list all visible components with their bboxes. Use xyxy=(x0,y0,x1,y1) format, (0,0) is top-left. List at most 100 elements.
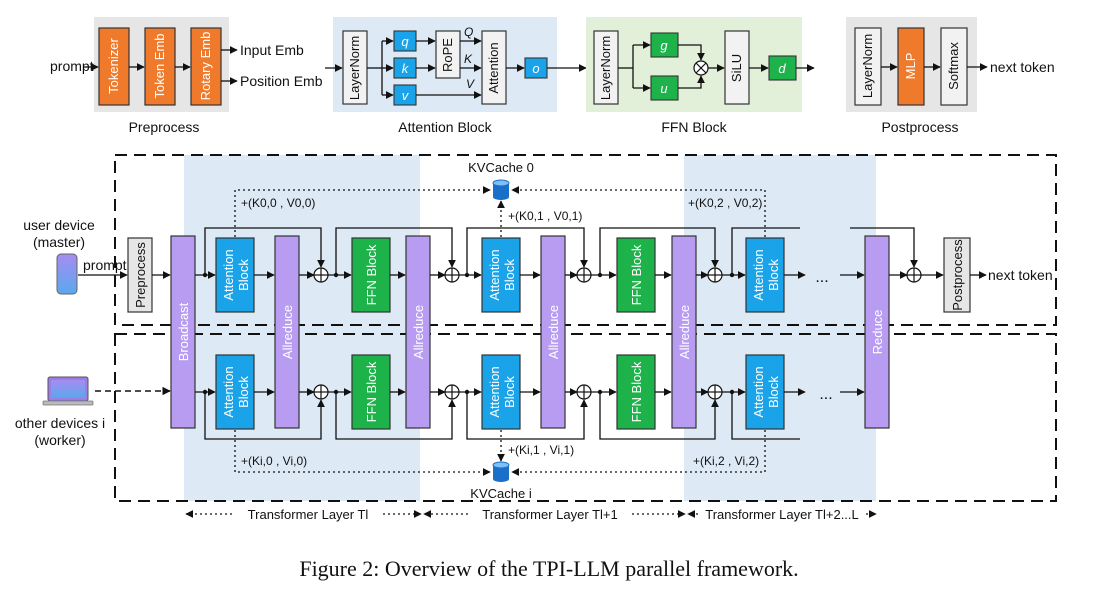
m-ffn1-label: FFN Block xyxy=(364,244,379,305)
w-attn1-l2: Block xyxy=(236,376,251,408)
ffn-block-panel: LayerNorm g u SiLU d xyxy=(586,17,802,112)
kv-02-label: +(K0,2 , V0,2) xyxy=(688,196,762,210)
q-label: q xyxy=(401,34,409,49)
main-next-token-label: next token xyxy=(988,267,1053,283)
w-attn3-l2: Block xyxy=(766,376,781,408)
broadcast-box xyxy=(170,235,196,429)
position-emb-label: Position Emb xyxy=(240,73,323,89)
postprocess-panel: LayerNorm MLP Softmax xyxy=(846,17,977,112)
master-junction-dots xyxy=(202,272,735,278)
m-attn1-l1: Attention xyxy=(221,249,236,300)
postprocess-caption: Postprocess xyxy=(881,119,958,135)
mlp-label: MLP xyxy=(903,53,918,80)
post-layernorm-label: LayerNorm xyxy=(860,34,875,98)
softmax-label: Softmax xyxy=(946,42,961,90)
main-postprocess-label: Postprocess xyxy=(950,239,965,311)
w-ffn1-label: FFN Block xyxy=(364,361,379,422)
prompt-label: prompt xyxy=(50,58,94,74)
kvcache-i-icon xyxy=(492,461,510,482)
w-attn1-l1: Attention xyxy=(221,366,236,417)
kv-i2-label: +(Ki,2 , Vi,2) xyxy=(693,454,759,468)
o-label: o xyxy=(532,61,539,76)
input-emb-label: Input Emb xyxy=(240,42,304,58)
w-attn2-l2: Block xyxy=(502,376,517,408)
V-label: V xyxy=(466,77,475,91)
m-attn2-l1: Attention xyxy=(487,249,502,300)
w-attn3-l1: Attention xyxy=(751,366,766,417)
silu-label: SiLU xyxy=(729,54,744,82)
tokenizer-box xyxy=(98,27,130,106)
w-attention-block-1 xyxy=(215,354,255,430)
laptop-icon xyxy=(42,376,94,406)
phone-icon xyxy=(56,253,78,295)
u-label: u xyxy=(660,81,667,96)
kv-dotted-links xyxy=(234,186,766,476)
master-device-frame xyxy=(114,154,1057,326)
main-preprocess-box xyxy=(127,237,153,313)
ffn-layernorm-label: LayerNorm xyxy=(598,36,613,100)
kvcache-0-label: KVCache 0 xyxy=(468,160,534,175)
reduce-box xyxy=(864,235,890,429)
layernorm-label: LayerNorm xyxy=(347,36,362,100)
worker-device-frame xyxy=(114,333,1057,502)
rotary-emb-box xyxy=(190,27,222,106)
K-label: K xyxy=(464,52,473,66)
m-attention-block-1 xyxy=(215,237,255,313)
worker-junction-dots xyxy=(202,389,735,395)
worker-ellipsis: ... xyxy=(819,386,832,403)
rotary-emb-label: Rotary Emb xyxy=(198,32,213,101)
allreduce-label-4: Allreduce xyxy=(677,305,692,359)
kv-01-label: +(K0,1 , V0,1) xyxy=(508,209,582,223)
main-prompt-label: prompt xyxy=(83,257,127,273)
layer-l1-label: Transformer Layer Tl+1 xyxy=(482,507,617,522)
tokenizer-label: Tokenizer xyxy=(106,38,121,94)
attention-block-panel: LayerNorm q k v RoPE Attention o Q K V xyxy=(333,17,557,112)
v-label: v xyxy=(402,88,410,103)
master-add-plus xyxy=(314,268,921,282)
master-flow xyxy=(195,227,987,279)
m-attention-block-3 xyxy=(745,237,785,313)
layer-bg-l2 xyxy=(684,155,876,501)
kv-i1-label: +(Ki,1 , Vi,1) xyxy=(508,443,574,457)
allreduce-label-3: Allreduce xyxy=(546,305,561,359)
allreduce-label-1: Allreduce xyxy=(280,305,295,359)
m-ffn-block-2 xyxy=(616,237,656,313)
g-label: g xyxy=(660,38,668,53)
allreduce-box-2 xyxy=(405,235,431,429)
m-attn3-l2: Block xyxy=(766,259,781,291)
preprocess-panel: Tokenizer Token Emb Rotary Emb xyxy=(94,17,229,112)
allreduce-label-2: Allreduce xyxy=(411,305,426,359)
main-preprocess-label: Preprocess xyxy=(133,242,148,308)
layernorm-box xyxy=(342,30,368,105)
attention-block-caption: Attention Block xyxy=(398,119,492,135)
m-attn3-l1: Attention xyxy=(751,249,766,300)
m-attention-block-2 xyxy=(481,237,521,313)
kv-00-label: +(K0,0 , V0,0) xyxy=(241,196,315,210)
worker-label: (worker) xyxy=(34,432,85,448)
kvcache-i-label: KVCache i xyxy=(470,486,532,501)
kvcache-0-icon xyxy=(492,179,510,200)
main-postprocess-box xyxy=(943,237,971,313)
w-attention-block-2 xyxy=(481,354,521,430)
m-attn1-l2: Block xyxy=(236,259,251,291)
figure-caption: Figure 2: Overview of the TPI-LLM parall… xyxy=(299,556,799,581)
w-ffn-block-1 xyxy=(351,354,391,430)
other-devices-label: other devices i xyxy=(15,415,105,431)
m-ffn-block-1 xyxy=(351,237,391,313)
w-attention-block-3 xyxy=(745,354,785,430)
w-ffn2-label: FFN Block xyxy=(629,361,644,422)
user-device-label: user device xyxy=(23,217,95,233)
attention-label: Attention xyxy=(486,42,501,93)
kv-i0-label: +(Ki,0 , Vi,0) xyxy=(241,454,307,468)
reduce-label: Reduce xyxy=(870,310,885,355)
layer-l-label: Transformer Layer Tl xyxy=(248,507,369,522)
master-ellipsis: ... xyxy=(815,269,828,286)
m-ffn2-label: FFN Block xyxy=(629,244,644,305)
m-attn2-l2: Block xyxy=(502,259,517,291)
Q-label: Q xyxy=(464,25,473,39)
k-label: k xyxy=(402,61,410,76)
token-emb-label: Token Emb xyxy=(152,33,167,98)
layer-l2-label: Transformer Layer Tl+2...L xyxy=(705,507,859,522)
top-next-token-label: next token xyxy=(990,59,1055,75)
